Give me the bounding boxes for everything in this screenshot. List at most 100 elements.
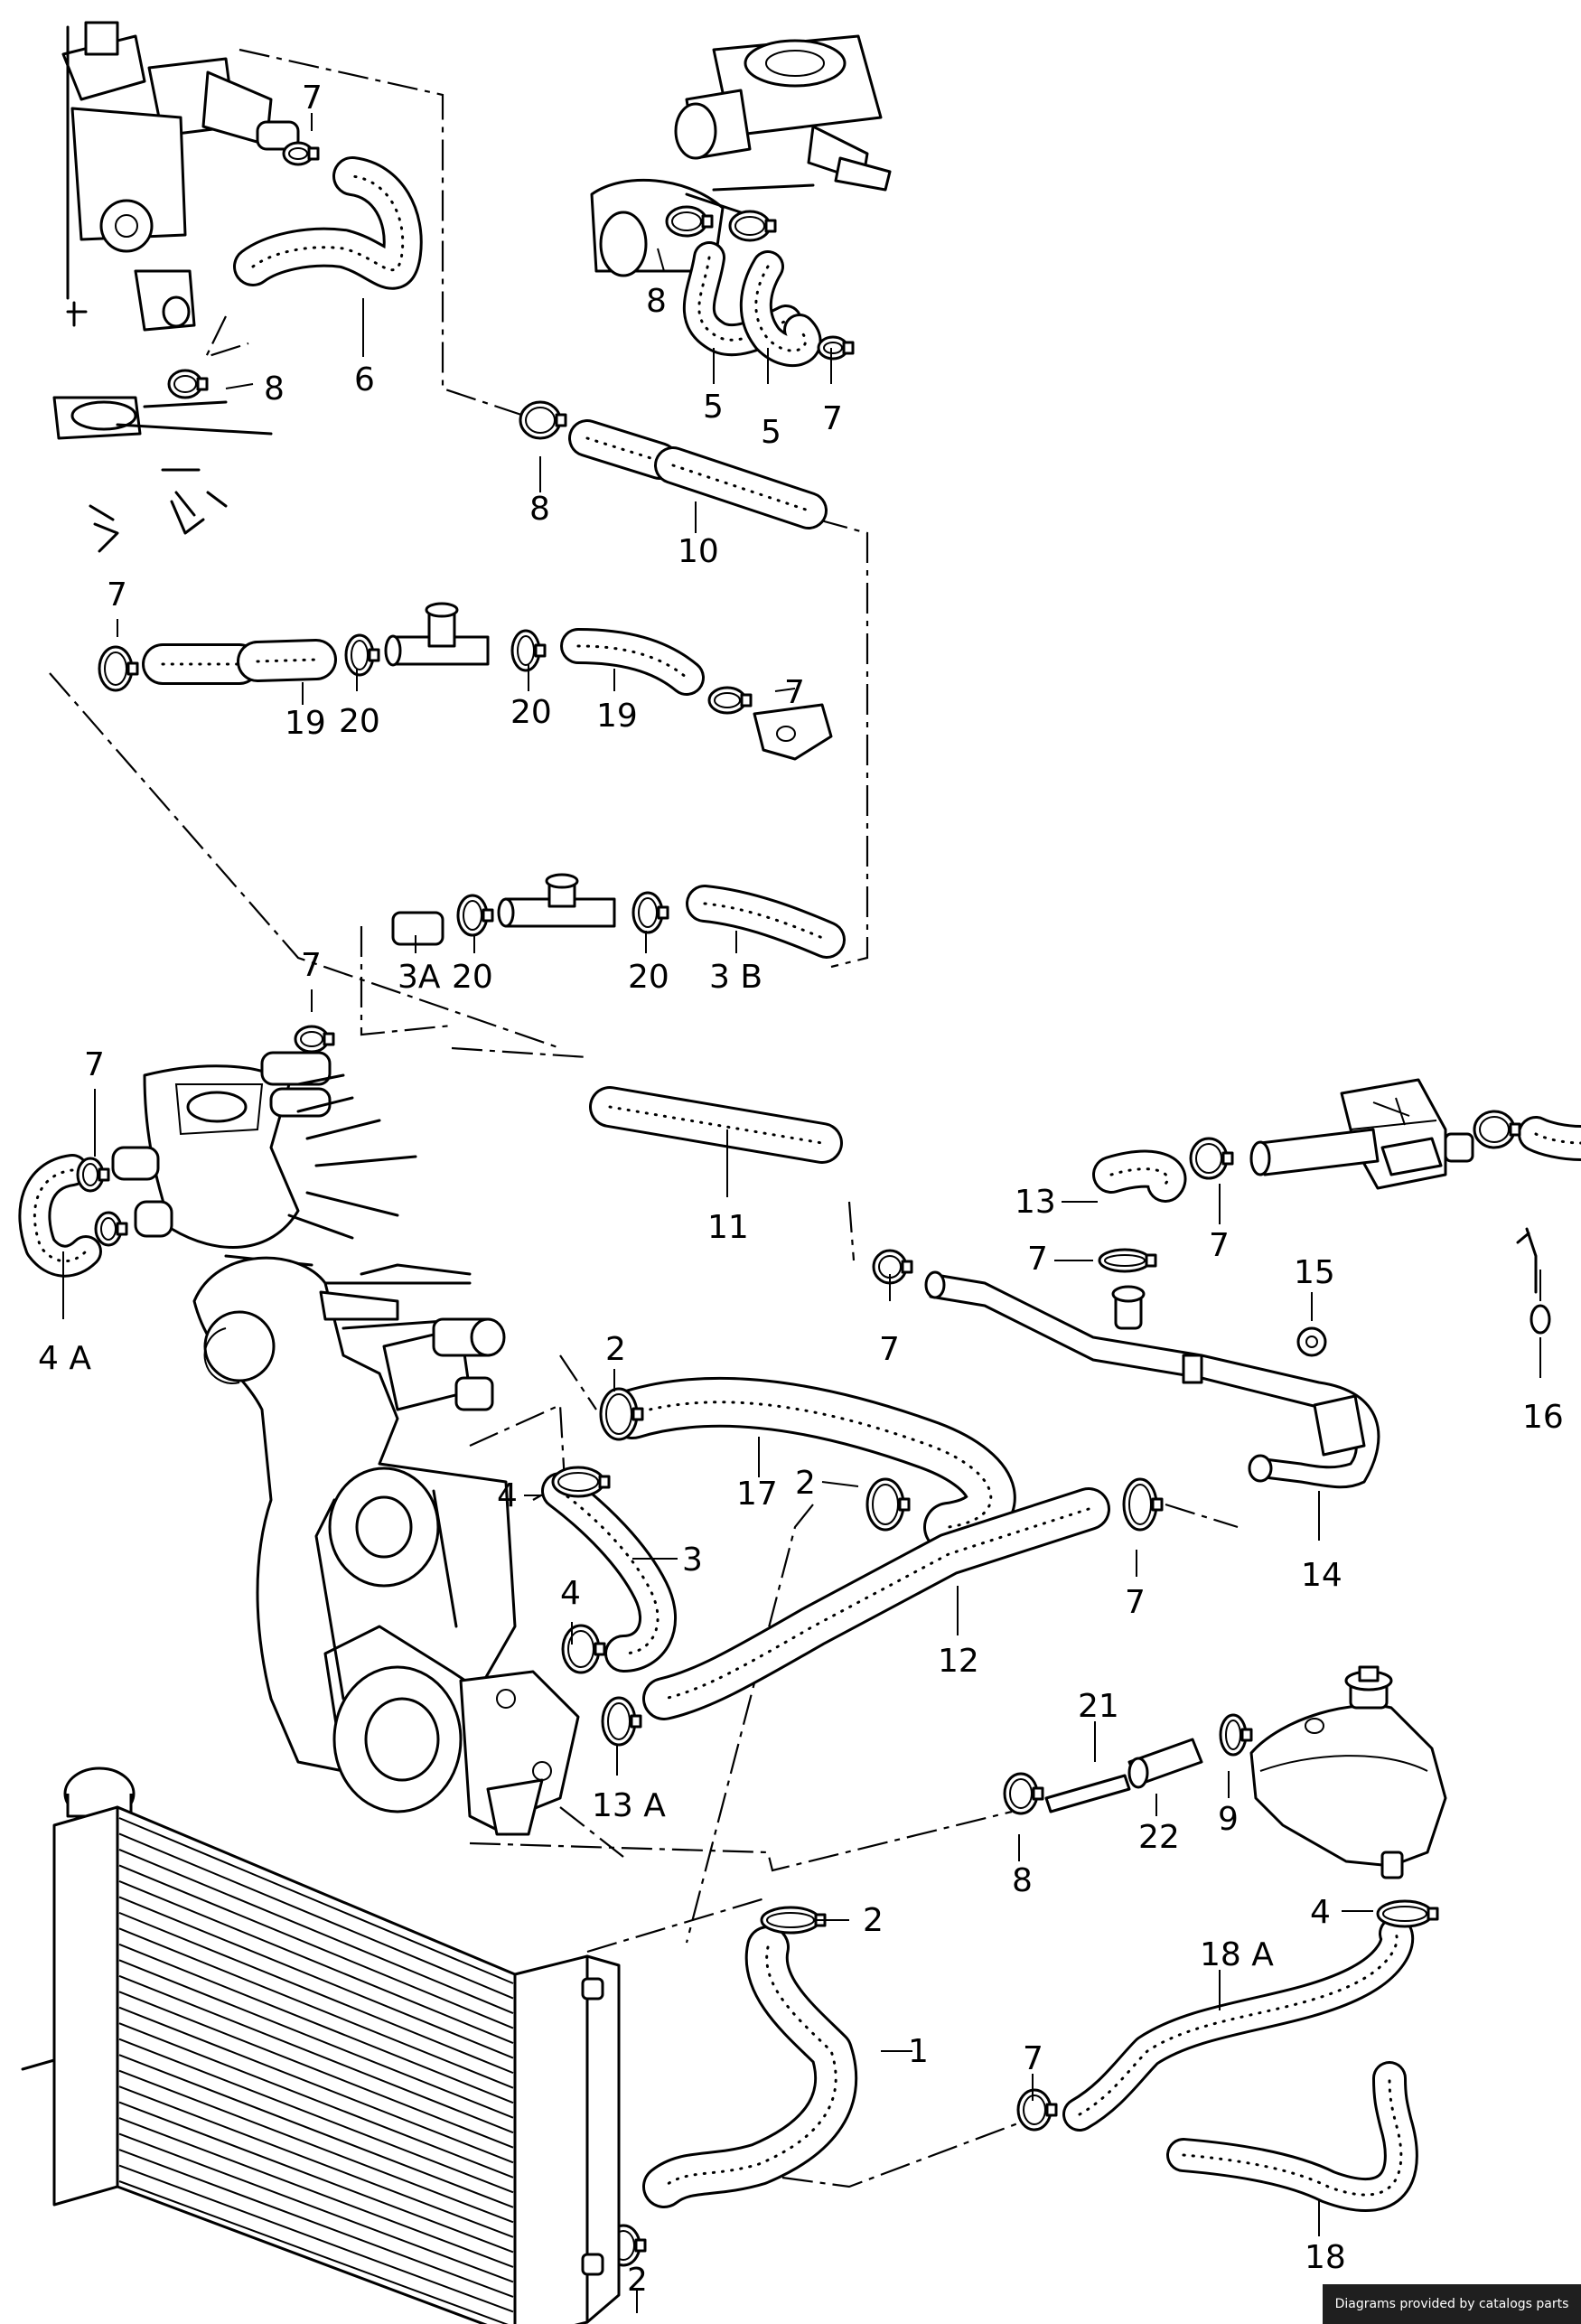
label-20: 20 — [452, 959, 493, 996]
radiator-fin — [118, 2054, 514, 2208]
radiator-fin — [118, 1991, 514, 2149]
label-15: 15 — [1294, 1254, 1335, 1291]
hose-clamp — [728, 210, 777, 242]
label-9: 9 — [1218, 1801, 1239, 1838]
label-7: 7 — [302, 80, 323, 117]
hose-19c — [560, 628, 705, 696]
radiator-fin — [118, 1879, 514, 2045]
label-2: 2 — [605, 1331, 626, 1368]
label-3: 3 — [682, 1542, 703, 1579]
label-2: 2 — [795, 1465, 816, 1502]
label-4: 4 — [497, 1477, 518, 1514]
hose-wide-right — [1518, 1116, 1581, 1161]
label-7: 7 — [822, 400, 843, 437]
radiator-fin — [118, 2006, 514, 2164]
label-3a: 3A — [398, 959, 441, 996]
hose-17 — [607, 1376, 1016, 1552]
label-12: 12 — [938, 1643, 979, 1680]
label-7: 7 — [1209, 1227, 1230, 1264]
label-21: 21 — [1078, 1688, 1119, 1725]
hose-clamp — [551, 1466, 611, 1498]
hose-clamp — [1189, 1137, 1234, 1180]
engine-block — [111, 1051, 417, 1267]
connectors — [384, 602, 1551, 1813]
hose-clamp — [1003, 1772, 1044, 1815]
expansion-tank — [1249, 1665, 1447, 1879]
label-4a: 4 A — [38, 1340, 91, 1377]
hose-clamp — [456, 894, 494, 937]
hose-clamp — [865, 1477, 911, 1532]
label-6: 6 — [354, 361, 375, 398]
hose-clamp — [1376, 1899, 1439, 1928]
label-7: 7 — [107, 576, 127, 614]
hose-18 — [1166, 2061, 1418, 2213]
hose-clamp — [561, 1624, 606, 1674]
hose-11 — [589, 1086, 843, 1164]
label-7: 7 — [1023, 2040, 1043, 2077]
radiator-fin — [118, 1959, 514, 2119]
label-13a: 13 A — [592, 1787, 666, 1824]
radiator-fin — [118, 1896, 514, 2059]
hose-clamp — [94, 1211, 128, 1247]
label-7: 7 — [784, 674, 805, 711]
timing-cover-water-pump — [192, 1256, 580, 1836]
label-7: 7 — [84, 1046, 105, 1083]
label-2: 2 — [863, 1902, 884, 1939]
leader-lines — [62, 113, 1541, 2313]
label-2: 2 — [627, 2262, 648, 2299]
hose-clamp — [665, 205, 714, 238]
radiator-fin — [118, 1943, 514, 2104]
hose-clamp — [599, 1387, 644, 1441]
radiator-fin — [118, 2180, 509, 2324]
label-17: 17 — [736, 1476, 778, 1513]
hose-clamp — [344, 633, 380, 677]
hose-10a — [568, 419, 678, 480]
radiator-fin — [118, 2022, 514, 2179]
radiator-fin — [118, 1974, 514, 2134]
radiator-fin — [118, 1832, 514, 2000]
label-7: 7 — [1027, 1241, 1048, 1278]
diagram-credit-footer: Diagrams provided by catalogs parts — [1323, 2284, 1581, 2324]
hose-clamp — [510, 629, 547, 672]
hose-13 — [1092, 1149, 1187, 1203]
hose-18a — [1062, 1916, 1415, 2132]
label-19: 19 — [596, 698, 638, 735]
hose-group — [18, 156, 1581, 2213]
hose-clamp — [519, 400, 567, 440]
label-8: 8 — [1012, 1862, 1033, 1899]
heater-valve-assembly — [1249, 1078, 1474, 1190]
label-4: 4 — [560, 1575, 581, 1612]
hose-1 — [642, 1926, 858, 2208]
clamp-group — [76, 141, 1521, 2267]
label-7: 7 — [301, 947, 322, 984]
radiator — [21, 1766, 621, 2324]
label-5: 5 — [761, 414, 781, 451]
label-19: 19 — [285, 705, 326, 742]
radiator-fin — [118, 1864, 514, 2029]
label-8: 8 — [264, 370, 285, 408]
label-4: 4 — [1310, 1894, 1331, 1931]
label-18a: 18 A — [1200, 1936, 1274, 1973]
metal-pipe-14 — [924, 1270, 1380, 1489]
hose-clamp — [707, 686, 753, 715]
label-5: 5 — [703, 389, 724, 426]
hose-3 — [541, 1472, 677, 1673]
label-8: 8 — [646, 283, 667, 320]
label-20: 20 — [510, 694, 552, 731]
hose-clamp — [872, 1249, 913, 1285]
radiator-fin — [118, 2164, 514, 2313]
hose-clamp — [601, 1696, 642, 1747]
label-13: 13 — [1015, 1184, 1056, 1221]
label-16: 16 — [1522, 1399, 1564, 1436]
hose-clamp — [631, 891, 669, 934]
hose-4a — [18, 1154, 102, 1278]
hose-clamp — [1219, 1713, 1253, 1757]
hose-12 — [642, 1487, 1110, 1720]
label-8: 8 — [529, 491, 550, 528]
radiator-fin — [118, 2132, 514, 2283]
radiator-fin — [118, 1849, 514, 2014]
hose-5b — [739, 250, 822, 368]
label-18: 18 — [1305, 2239, 1346, 2276]
